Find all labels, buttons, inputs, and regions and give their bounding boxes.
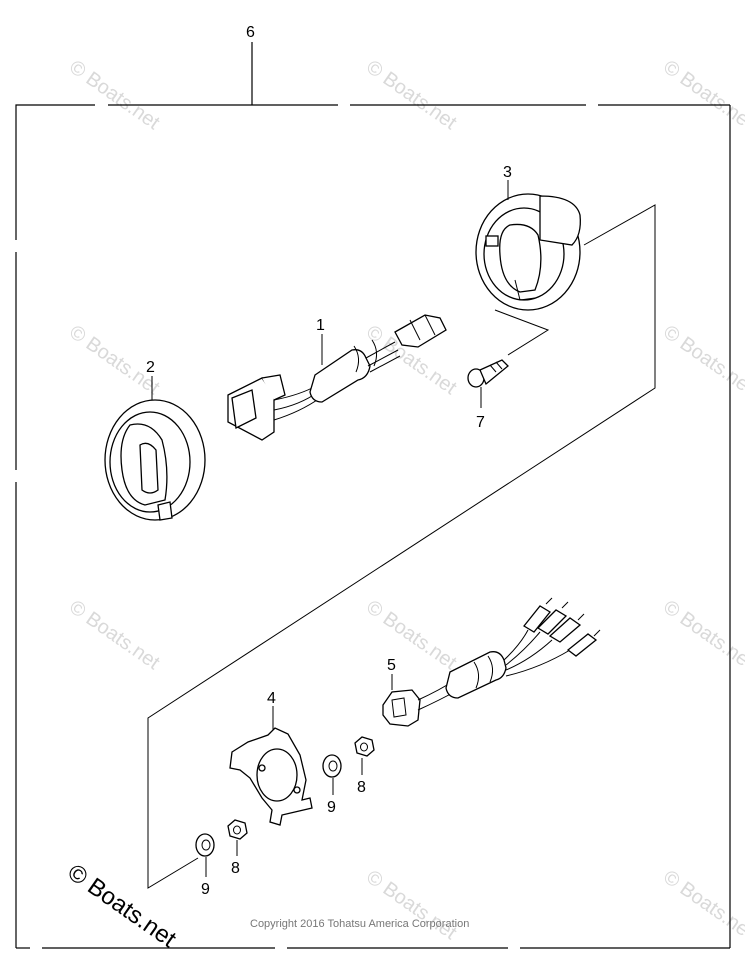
watermark: © Boats.net [659,596,745,674]
callout-4: 4 [267,690,276,707]
wire-harness [382,597,601,727]
watermark: © Boats.net [362,866,461,944]
switch-housing [475,193,581,311]
callout-2: 2 [146,359,155,376]
callouts: 1 2 3 4 5 6 7 8 8 9 9 [146,24,512,898]
callout-1: 1 [316,317,325,334]
callout-8: 8 [231,860,240,877]
watermark: © Boats.net [362,596,461,674]
callout-5: 5 [387,657,396,674]
nut [227,819,248,840]
watermark: © Boats.net [65,596,164,674]
washer [195,833,215,857]
washer [322,754,342,778]
corner-watermark: © Boats.net [63,859,182,953]
switch-housing-alt [104,399,206,521]
watermark: © Boats.net [362,56,461,134]
watermark: © Boats.net [659,56,745,134]
callout-3: 3 [503,164,512,181]
hardware [195,736,375,857]
nut [354,736,375,757]
callout-7: 7 [476,414,485,431]
kit-boundary [15,42,731,949]
watermark: © Boats.net [659,321,745,399]
callout-9: 9 [201,881,210,898]
bracket-plate [229,727,313,826]
switch-harness [227,314,447,441]
copyright-text: Copyright 2016 Tohatsu America Corporati… [250,918,469,930]
callout-9: 9 [327,799,336,816]
watermark: © Boats.net [659,866,745,944]
watermark: © Boats.net [65,56,164,134]
leader-lines [151,180,509,877]
callout-6: 6 [246,24,255,41]
assembly-lines [147,204,656,889]
callout-8: 8 [357,779,366,796]
screw [467,359,509,388]
